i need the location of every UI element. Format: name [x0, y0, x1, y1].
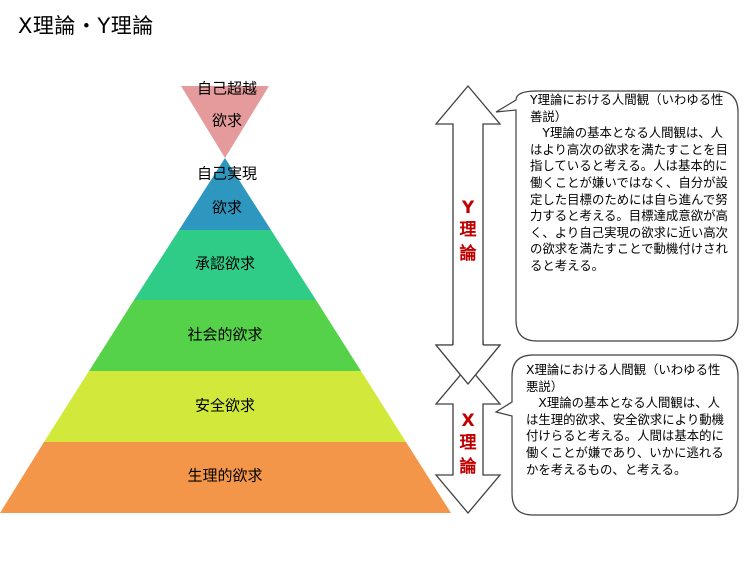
page-title: X理論・Y理論 [18, 14, 154, 38]
tier-safety [44, 371, 406, 442]
x-callout-bubble [494, 354, 739, 516]
y-theory-label-letter: Y [461, 198, 475, 218]
tier-label-self-actualization-2: 欲求 [212, 199, 242, 217]
tier-physiological [0, 442, 451, 513]
y-theory-title: Y理論における人間観（いわゆる性善説） [530, 92, 724, 124]
tier-self-transcendence [181, 86, 269, 158]
y-callout-bubble [495, 90, 739, 342]
x-theory-callout: X理論における人間観（いわゆる性悪説） X理論の基本となる人間観は、人は生理的欲… [526, 362, 730, 478]
tier-self-actualization [179, 158, 271, 230]
x-theory-body: X理論の基本となる人間観は、人は生理的欲求、安全欲求により動機付けらると考える。… [526, 395, 725, 477]
tier-label-social: 社会的欲求 [187, 326, 262, 344]
y-theory-body: Y理論の基本となる人間観は、人はより高次の欲求を満たすことを目指していると考える… [530, 125, 729, 273]
y-theory-callout: Y理論における人間観（いわゆる性善説） Y理論の基本となる人間観は、人はより高次… [530, 92, 730, 275]
tier-esteem [134, 230, 316, 300]
x-theory-title: X理論における人間観（いわゆる性悪説） [526, 362, 721, 394]
tier-label-physiological: 生理的欲求 [187, 467, 262, 485]
y-theory-label-word-1: 理 [460, 220, 477, 240]
y-theory-label-word-2: 論 [460, 243, 478, 264]
tier-label-safety: 安全欲求 [195, 397, 255, 415]
x-theory-label-letter: X [461, 411, 474, 431]
x-theory-label-word-1: 理 [460, 433, 477, 453]
x-theory-label-word-2: 論 [460, 456, 478, 477]
tier-label-self-transcendence-2: 欲求 [212, 112, 242, 130]
tier-social [89, 300, 361, 371]
tier-label-esteem: 承認欲求 [195, 255, 255, 273]
x-theory-arrow [434, 364, 502, 515]
tier-label-self-transcendence-1: 自己超越 [197, 80, 257, 98]
tier-label-self-actualization-1: 自己実現 [197, 165, 257, 183]
